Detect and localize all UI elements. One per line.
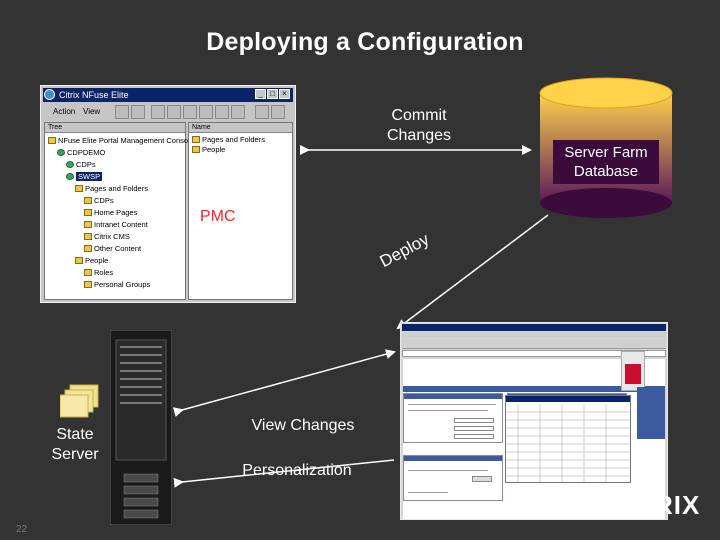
slide-title: Deploying a Configuration — [206, 28, 524, 56]
pmc-titlebar: Citrix NFuse Elite — [43, 88, 293, 102]
browser-menubar — [402, 332, 666, 338]
browser-address-bar — [402, 350, 666, 357]
citrix-footer-logo: RIX — [654, 490, 701, 520]
pmc-window: Citrix NFuse Elite _ □ × Action View Tre… — [40, 85, 296, 303]
personalization-arrow — [173, 459, 395, 488]
tree-item-label: SWSP — [76, 172, 103, 181]
tree-item[interactable]: CDPDEMO — [48, 147, 184, 159]
view-changes-arrow — [172, 349, 396, 417]
citrix-logo-icon — [621, 351, 645, 391]
refresh-icon[interactable] — [183, 105, 197, 119]
close-icon[interactable]: × — [279, 89, 290, 99]
tree-item-label: Pages and Folders — [85, 184, 148, 193]
globe-icon — [57, 149, 65, 156]
tree-item[interactable]: CDPs — [48, 159, 184, 171]
delete-icon[interactable] — [255, 105, 269, 119]
folder-icon — [48, 137, 56, 144]
tree-item-label: Home Pages — [94, 208, 138, 217]
menu-view[interactable]: View — [83, 107, 101, 116]
tree-item[interactable]: NFuse Elite Portal Management Console — [48, 135, 194, 147]
details-pane[interactable]: Name Pages and Folders People — [188, 122, 293, 300]
tree-item-label: CDPs — [94, 196, 114, 205]
tree-item[interactable]: Pages and Folders — [48, 183, 184, 195]
folder-icon — [75, 185, 83, 192]
folder-icon — [84, 245, 92, 252]
tree-item[interactable]: Intranet Content — [48, 219, 184, 231]
pmc-label: PMC — [200, 208, 236, 225]
up-icon[interactable] — [151, 105, 165, 119]
tree-pane-header: Tree — [45, 123, 185, 133]
personalization-label: Personalization — [242, 462, 352, 479]
folder-icon — [84, 281, 92, 288]
tree-item[interactable]: SWSP — [48, 171, 184, 183]
list-item[interactable]: People — [192, 145, 225, 154]
view-icon[interactable] — [215, 105, 229, 119]
browser-toolbar — [402, 339, 666, 349]
globe-icon — [66, 161, 74, 168]
citrix-app-icon — [44, 89, 55, 100]
slide-number: 22 — [16, 524, 28, 535]
tree-item[interactable]: Citrix CMS — [48, 231, 184, 243]
spreadsheet-window — [505, 395, 631, 483]
tree-item[interactable]: CDPs — [48, 195, 184, 207]
state-server-icon — [60, 384, 99, 418]
server-farm-database-label: Server Farm Database — [553, 140, 659, 184]
help-icon[interactable] — [231, 105, 245, 119]
portal-login-box — [403, 393, 503, 443]
view-changes-label: View Changes — [251, 417, 355, 434]
minimize-icon[interactable]: _ — [255, 89, 266, 99]
commit-changes-label: Commit Changes — [386, 107, 452, 144]
spreadsheet-grid — [506, 404, 630, 482]
new-icon[interactable] — [271, 105, 285, 119]
forward-icon[interactable] — [131, 105, 145, 119]
folder-icon — [84, 197, 92, 204]
folder-icon — [192, 136, 200, 143]
portal-side-menu — [637, 387, 665, 439]
tree-item[interactable]: Personal Groups — [48, 279, 184, 291]
pmc-toolbar: Action View — [43, 104, 293, 122]
browser-titlebar — [402, 324, 666, 331]
folder-icon — [75, 257, 83, 264]
folder-icon — [192, 146, 200, 153]
deploy-arrow — [396, 214, 549, 330]
state-server-label: State Server — [51, 426, 99, 463]
folder-icon — [84, 233, 92, 240]
tree-item[interactable]: Home Pages — [48, 207, 184, 219]
list-item[interactable]: Pages and Folders — [192, 135, 265, 144]
tree-item-label: NFuse Elite Portal Management Console — [58, 136, 194, 145]
back-icon[interactable] — [115, 105, 129, 119]
maximize-icon[interactable]: □ — [267, 89, 278, 99]
tree-item[interactable]: People — [48, 255, 184, 267]
tree-item-label: Personal Groups — [94, 280, 151, 289]
tree-item-label: People — [85, 256, 109, 265]
tree-item[interactable]: Other Content — [48, 243, 184, 255]
globe-icon — [66, 173, 74, 180]
portal-browser-screenshot — [400, 322, 668, 520]
portal-nav-bar — [403, 386, 665, 392]
export-icon[interactable] — [199, 105, 213, 119]
tree-pane[interactable]: Tree NFuse Elite Portal Management Conso… — [44, 122, 194, 300]
tree-item-label: Other Content — [94, 244, 142, 253]
folder-icon — [84, 221, 92, 228]
folder-icon — [84, 269, 92, 276]
tree-item[interactable]: Roles — [48, 267, 184, 279]
portal-search-box — [403, 455, 503, 501]
server-tower-icon — [110, 330, 172, 525]
details-pane-header: Name — [189, 123, 292, 133]
menu-action[interactable]: Action — [53, 107, 76, 116]
tree-item-label: CDPs — [76, 160, 96, 169]
tree-item-label: CDPDEMO — [67, 148, 106, 157]
tree-item-label: Intranet Content — [94, 220, 148, 229]
properties-icon[interactable] — [167, 105, 181, 119]
tree-item-label: Citrix CMS — [94, 232, 130, 241]
tree-item-label: Roles — [94, 268, 114, 277]
folder-icon — [84, 209, 92, 216]
